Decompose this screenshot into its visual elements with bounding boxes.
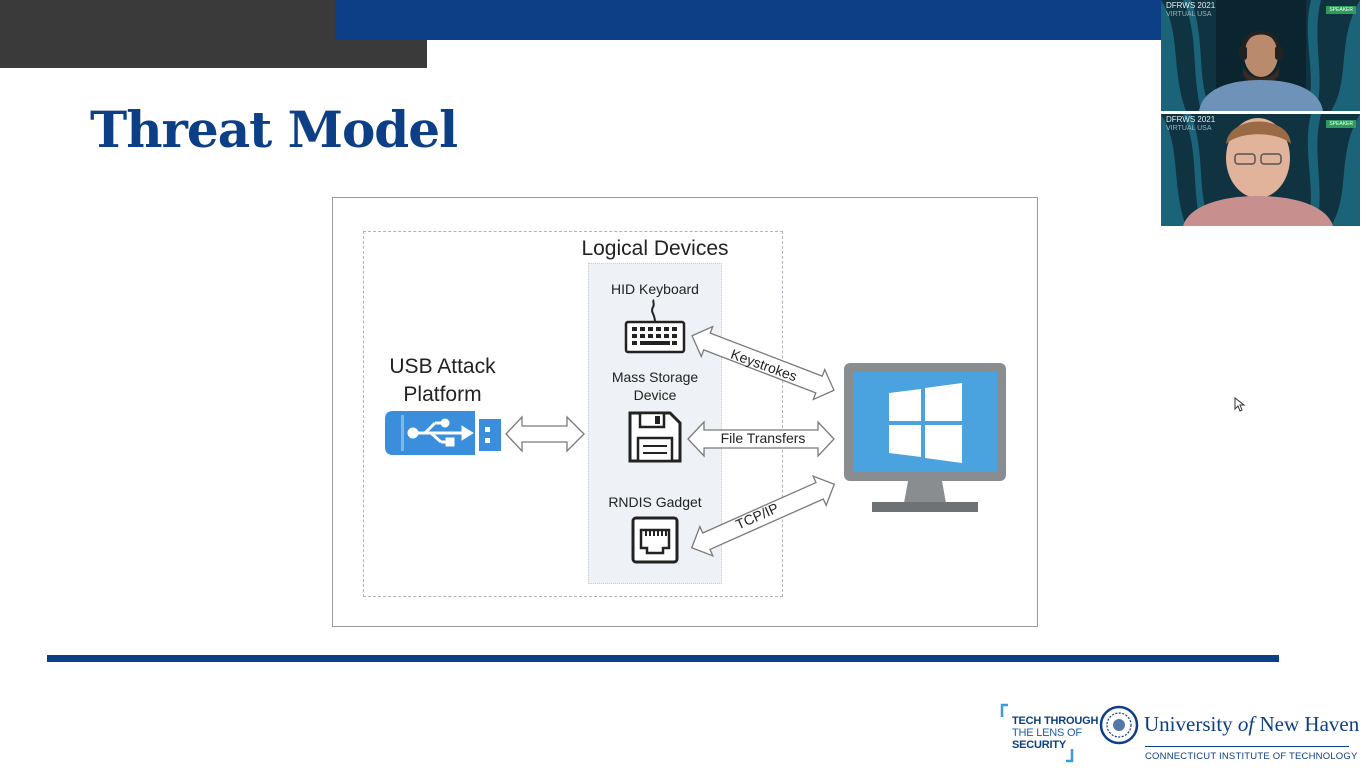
university-seal-icon (1099, 705, 1139, 745)
university-name: University of New Haven (1144, 712, 1360, 736)
file-transfers-arrow (687, 420, 835, 458)
usb-attack-platform-label: USB Attack Platform (389, 355, 496, 406)
windows-monitor-icon (844, 363, 1006, 512)
keystrokes-arrow (691, 325, 835, 401)
ethernet-port-icon (631, 516, 679, 564)
university-divider (1145, 746, 1349, 747)
mouse-cursor-icon (1234, 396, 1246, 412)
file-transfers-label: File Transfers (720, 430, 806, 446)
university-subtitle: CONNECTICUT INSTITUTE OF TECHNOLOGY (1145, 751, 1358, 762)
speaker-badge: SPEAKER (1326, 6, 1356, 14)
speaker-2-video (1161, 114, 1360, 226)
slide-title: Threat Model (90, 100, 458, 159)
tech-through-lens-logo: TECH THROUGH THE LENS OF SECURITY (1012, 715, 1099, 751)
mass-storage-label: Mass Storage Device (611, 369, 699, 403)
usb-drive-icon (385, 411, 501, 455)
rndis-gadget-label: RNDIS Gadget (608, 494, 702, 510)
connection-arrows (687, 325, 836, 558)
keyboard-icon (624, 299, 686, 354)
tech-logo-brackets (1000, 703, 1074, 763)
footer-rule (47, 655, 1279, 662)
speaker-badge: SPEAKER (1326, 120, 1356, 128)
attack-platform-boundary (363, 231, 783, 597)
usb-link-arrow (505, 415, 585, 453)
header-blue-bar (335, 0, 1161, 40)
tcpip-arrow (690, 474, 836, 558)
floppy-disk-icon (628, 411, 682, 463)
hid-keyboard-label: HID Keyboard (611, 281, 699, 297)
speaker-1-video (1161, 0, 1360, 111)
logical-devices-title: Logical Devices (581, 237, 729, 260)
